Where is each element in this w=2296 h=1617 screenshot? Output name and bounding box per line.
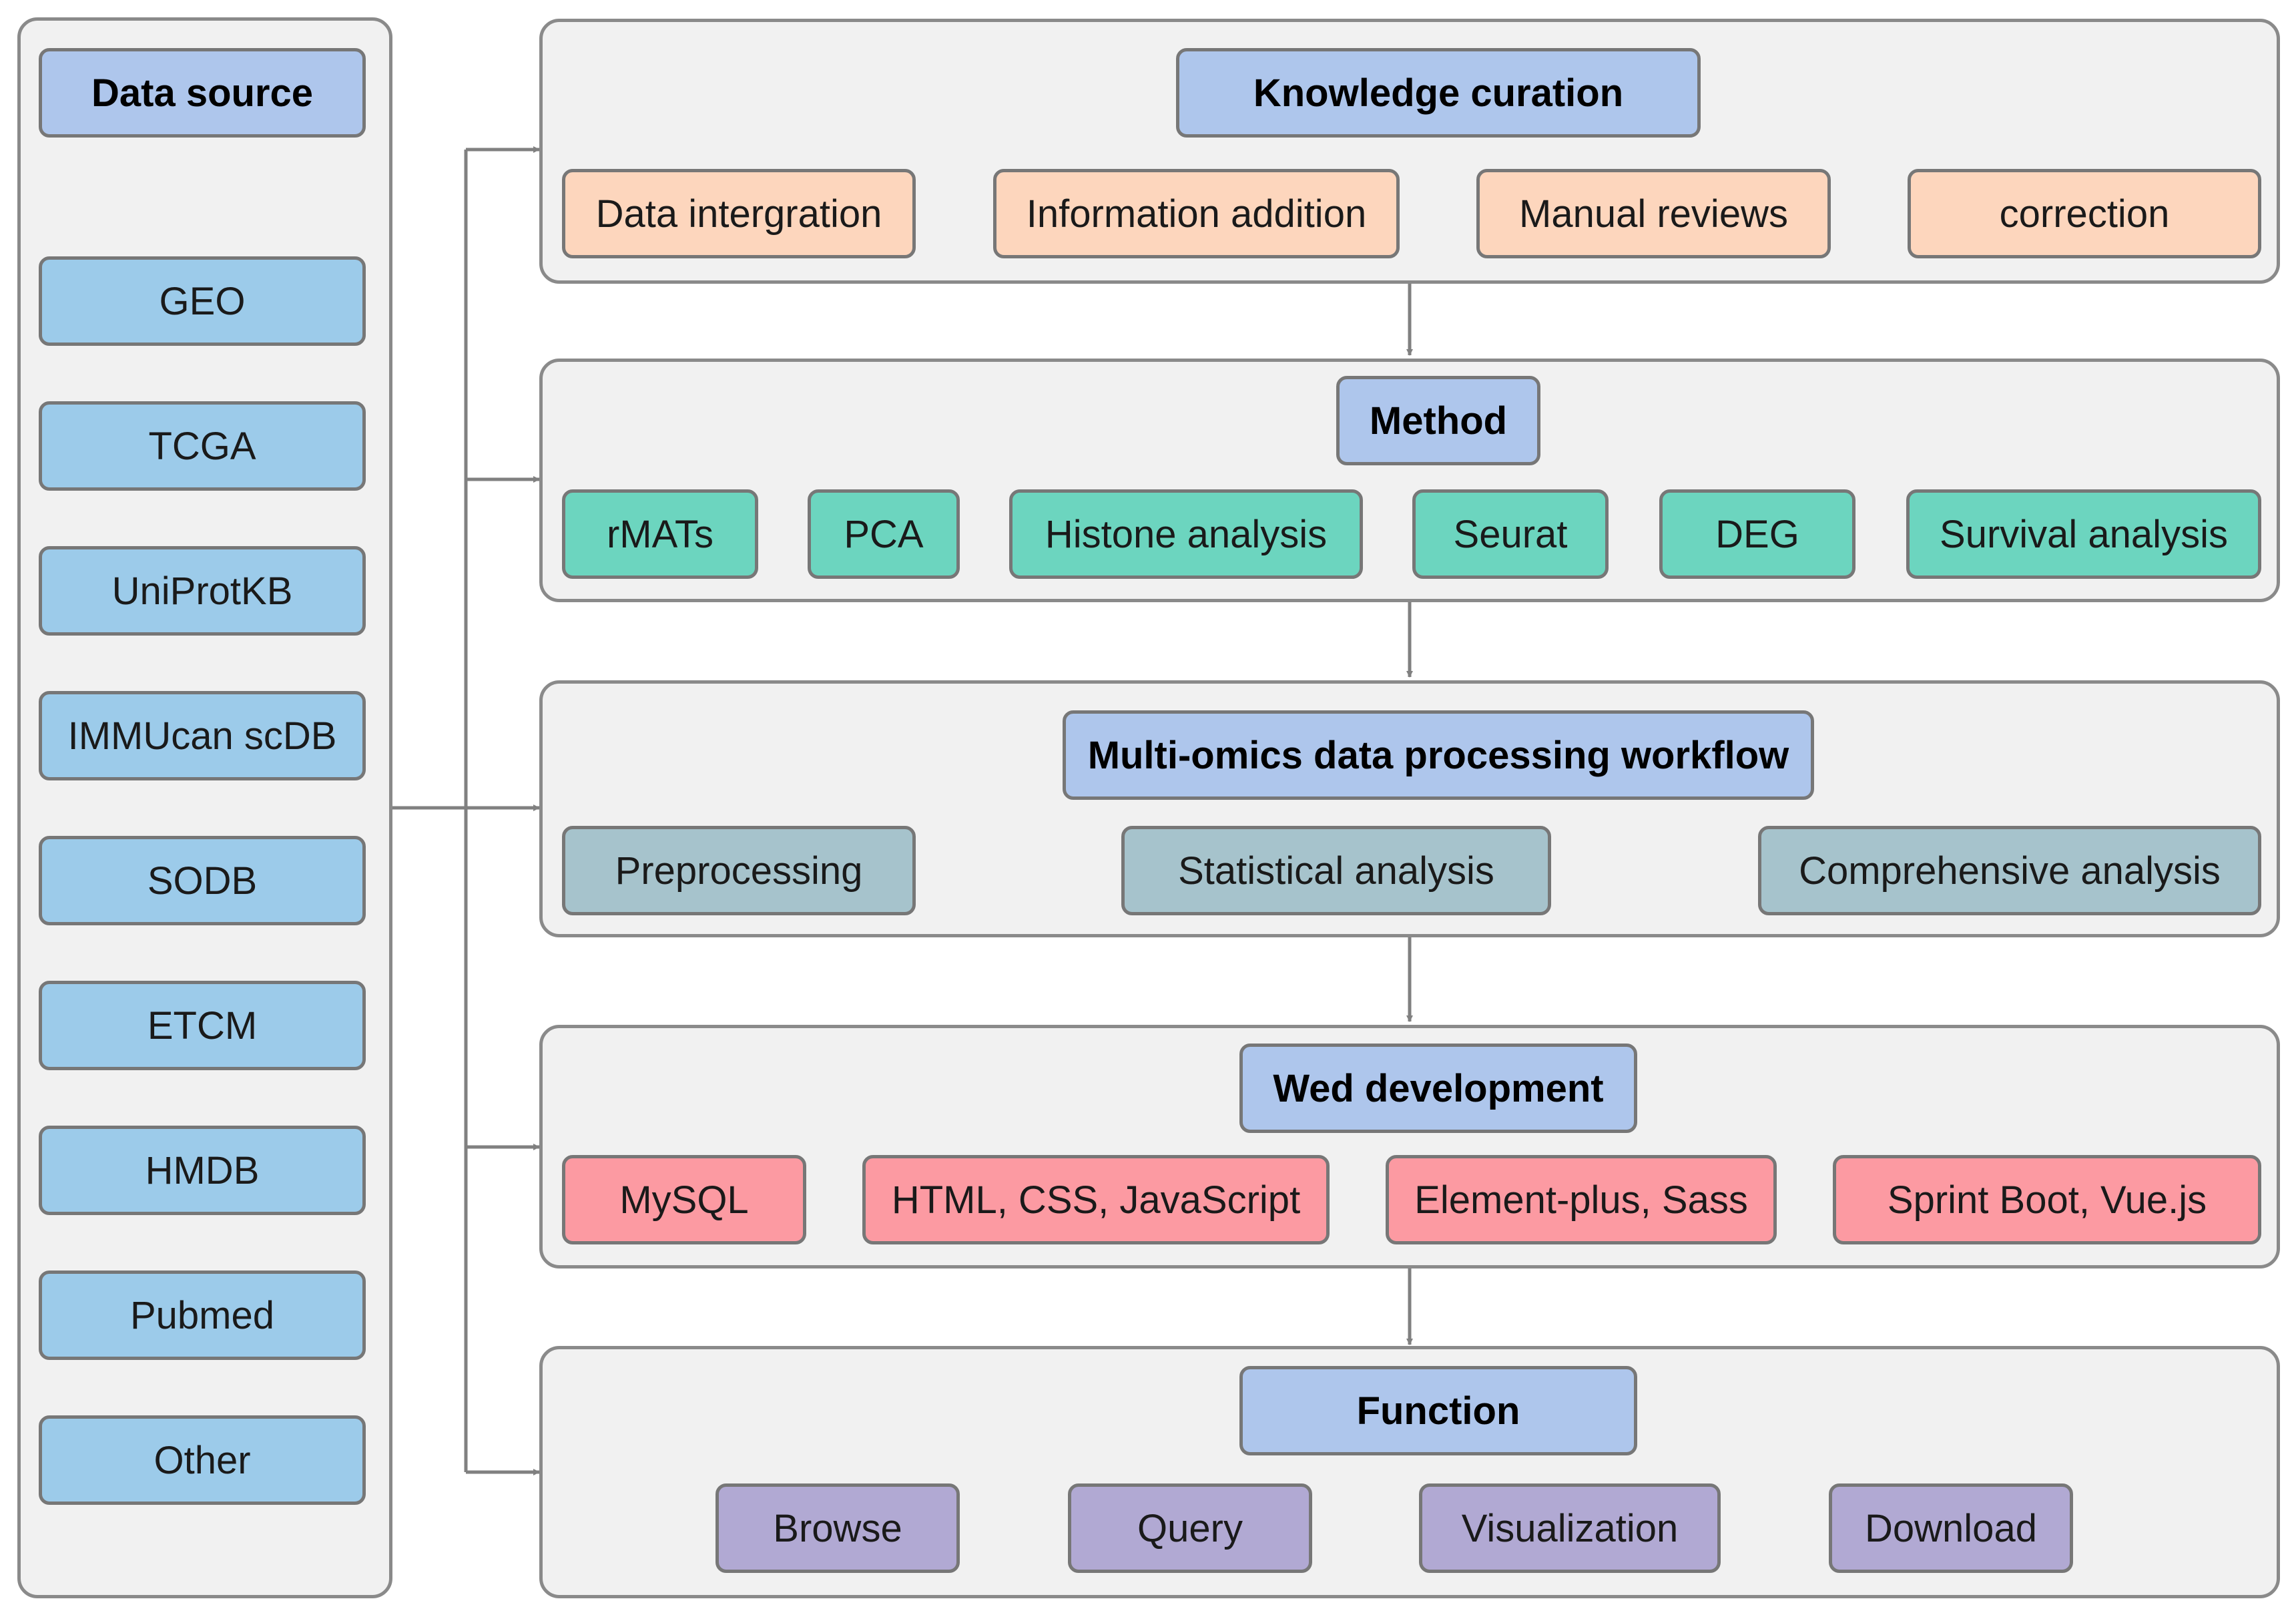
method-item-pca: PCA [808, 489, 960, 579]
workflow-step-preprocessing: Preprocessing [562, 826, 916, 915]
function-item-query: Query [1068, 1483, 1312, 1573]
source-item-geo: GEO [39, 256, 366, 346]
source-item-other: Other [39, 1415, 366, 1505]
source-item-tcga: TCGA [39, 401, 366, 491]
web-item-mysql: MySQL [562, 1155, 806, 1244]
source-item-hmdb: HMDB [39, 1126, 366, 1215]
method-item-rmats: rMATs [562, 489, 758, 579]
method-item-seurat: Seurat [1412, 489, 1609, 579]
workflow-step-statistical-analysis: Statistical analysis [1121, 826, 1551, 915]
curation-step-correction: correction [1908, 169, 2261, 258]
source-item-uniprotkb: UniProtKB [39, 546, 366, 636]
function-item-browse: Browse [715, 1483, 960, 1573]
source-item-sodb: SODB [39, 836, 366, 925]
curation-step-data-integration: Data intergration [562, 169, 916, 258]
method-title: Method [1336, 376, 1540, 465]
method-item-survival-analysis: Survival analysis [1906, 489, 2261, 579]
source-item-immucan: IMMUcan scDB [39, 691, 366, 780]
data-source-panel [17, 17, 392, 1598]
curation-step-manual-reviews: Manual reviews [1476, 169, 1831, 258]
source-item-etcm: ETCM [39, 981, 366, 1070]
function-item-visualization: Visualization [1419, 1483, 1721, 1573]
web-development-title: Wed development [1239, 1044, 1637, 1133]
web-item-spring-boot-vue: Sprint Boot, Vue.js [1833, 1155, 2261, 1244]
web-item-html-css-js: HTML, CSS, JavaScript [862, 1155, 1330, 1244]
workflow-step-comprehensive-analysis: Comprehensive analysis [1758, 826, 2261, 915]
method-item-histone-analysis: Histone analysis [1009, 489, 1363, 579]
method-item-deg: DEG [1659, 489, 1855, 579]
curation-step-information-addition: Information addition [993, 169, 1400, 258]
source-item-pubmed: Pubmed [39, 1270, 366, 1360]
workflow-title: Multi-omics data processing workflow [1063, 710, 1814, 800]
function-item-download: Download [1829, 1483, 2073, 1573]
data-source-title: Data source [39, 48, 366, 138]
knowledge-curation-title: Knowledge curation [1176, 48, 1701, 138]
function-title: Function [1239, 1366, 1637, 1455]
web-item-element-plus-sass: Element-plus, Sass [1386, 1155, 1777, 1244]
